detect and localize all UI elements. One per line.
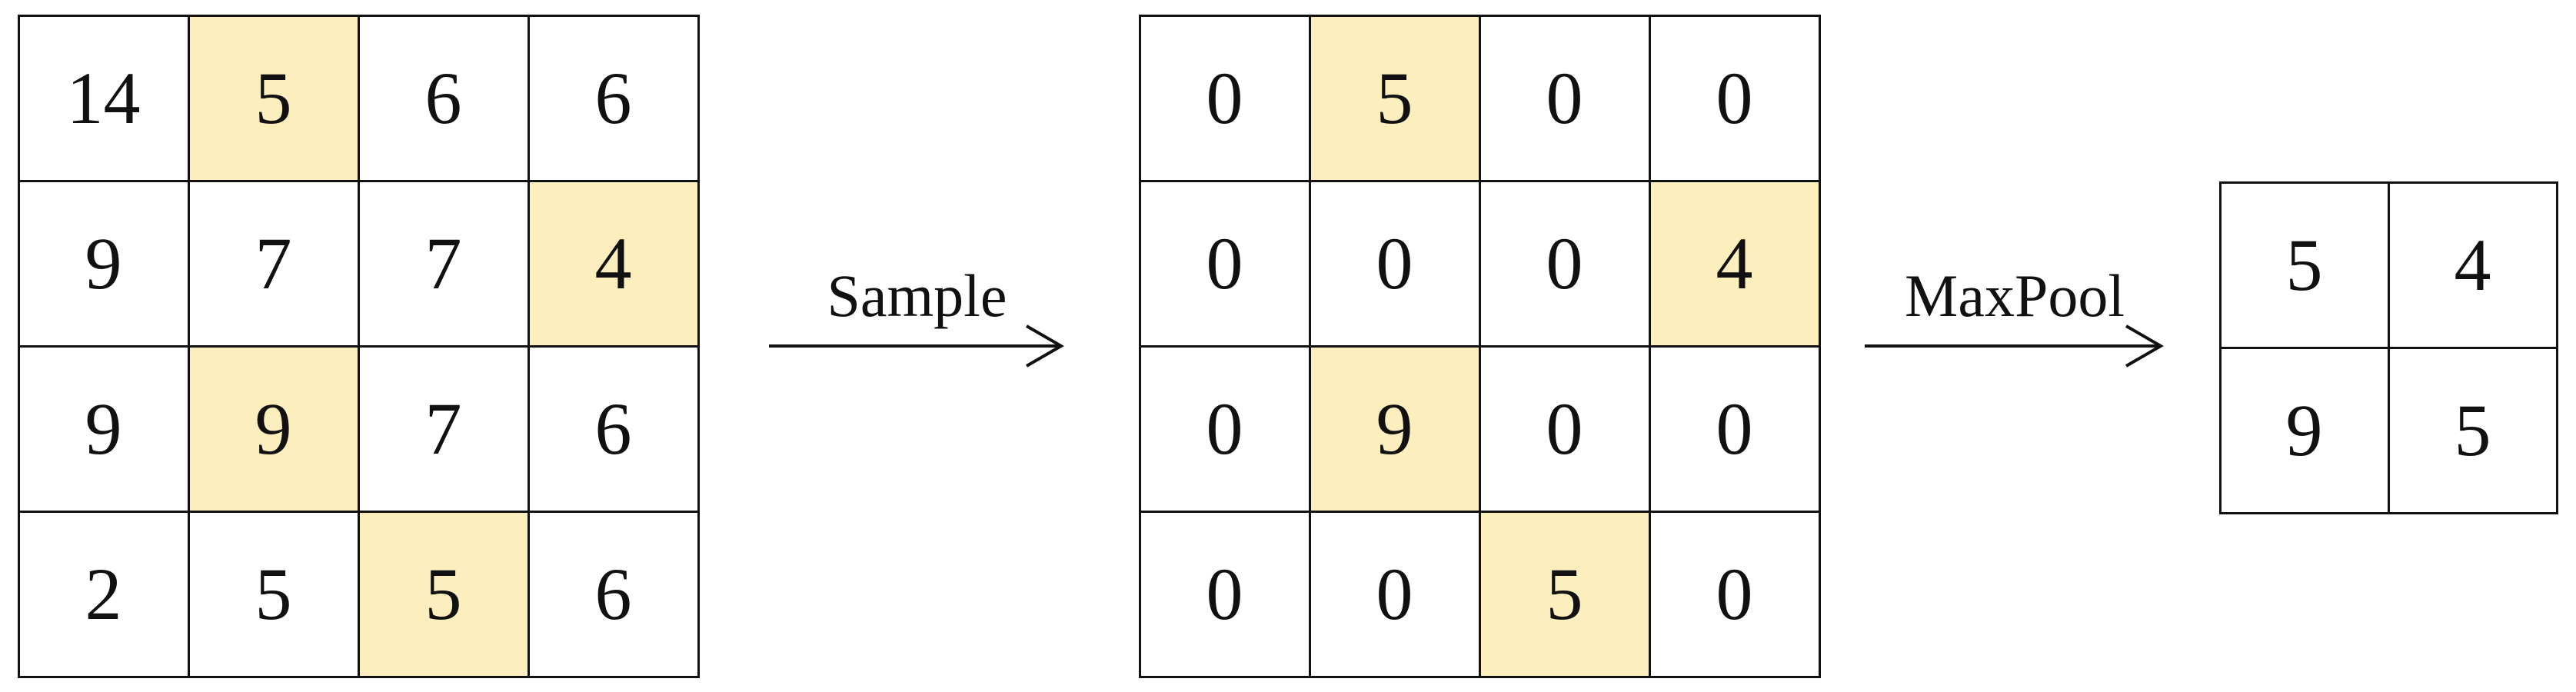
sampled-cell-3-2: 5 [1478,510,1651,678]
sampled-cell-0-2: 0 [1478,14,1651,182]
sample-arrow-icon [769,324,1064,368]
input-cell-2-3: 6 [527,344,700,513]
input-cell-0-0: 14 [17,14,190,182]
sampled-cell-0-1: 5 [1308,14,1481,182]
sampled-cell-2-1: 9 [1308,344,1481,513]
input-cell-3-2: 5 [357,510,530,678]
output-cell-0-1: 4 [2387,181,2558,349]
output-cell-1-0: 9 [2218,346,2390,514]
input-cell-0-1: 5 [187,14,360,182]
input-cell-2-1: 9 [187,344,360,513]
sampled-cell-1-3: 4 [1648,179,1821,348]
maxpool-arrow: MaxPool [1865,254,2165,377]
input-grid: 14 5 6 6 9 7 7 4 9 9 7 6 2 5 5 6 [17,14,700,678]
output-grid: 5 4 9 5 [2218,181,2558,514]
sampled-cell-3-1: 0 [1308,510,1481,678]
sampled-cell-2-0: 0 [1138,344,1311,513]
sampled-cell-1-2: 0 [1478,179,1651,348]
input-cell-0-2: 6 [357,14,530,182]
input-cell-1-2: 7 [357,179,530,348]
sampled-cell-1-1: 0 [1308,179,1481,348]
sampled-cell-3-3: 0 [1648,510,1821,678]
sampled-cell-1-0: 0 [1138,179,1311,348]
sampled-cell-2-3: 0 [1648,344,1821,513]
input-cell-3-1: 5 [187,510,360,678]
input-cell-0-3: 6 [527,14,700,182]
input-cell-2-2: 7 [357,344,530,513]
sample-label: Sample [827,262,1007,329]
maxpool-arrow-icon [1865,324,2164,368]
input-cell-1-0: 9 [17,179,190,348]
sampled-cell-0-3: 0 [1648,14,1821,182]
sampled-cell-3-0: 0 [1138,510,1311,678]
input-cell-1-1: 7 [187,179,360,348]
sampled-cell-0-0: 0 [1138,14,1311,182]
input-cell-3-0: 2 [17,510,190,678]
sample-arrow: Sample [769,254,1065,377]
input-cell-3-3: 6 [527,510,700,678]
sampled-cell-2-2: 0 [1478,344,1651,513]
output-cell-0-0: 5 [2218,181,2390,349]
input-cell-1-3: 4 [527,179,700,348]
maxpool-label: MaxPool [1904,262,2125,329]
sampled-grid: 0 5 0 0 0 0 0 4 0 9 0 0 0 0 5 0 [1138,14,1821,678]
input-cell-2-0: 9 [17,344,190,513]
output-cell-1-1: 5 [2387,346,2558,514]
